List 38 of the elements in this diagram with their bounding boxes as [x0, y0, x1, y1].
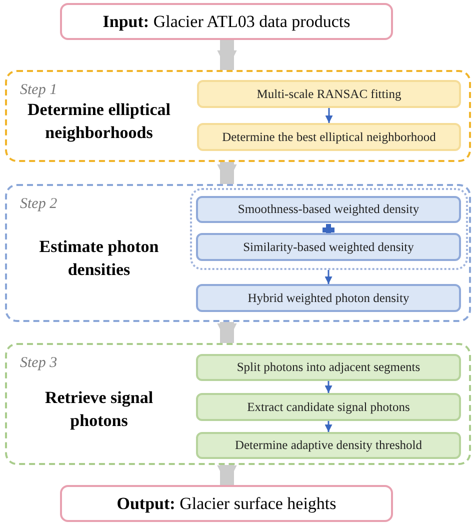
step-text: Similarity-based weighted density	[243, 238, 414, 256]
process-box	[196, 393, 461, 421]
process-box	[196, 284, 461, 312]
flow-arrow	[217, 322, 237, 343]
step-label: Step 3	[20, 354, 58, 373]
arrow	[324, 270, 332, 284]
terminal-box	[60, 3, 393, 40]
step-label: Step 1	[20, 81, 58, 100]
step-label: Step 2	[20, 195, 58, 214]
step-panel	[5, 184, 471, 322]
step-text: Split photons into adjacent segments	[236, 359, 420, 376]
step-heading: Estimate photon densities	[38, 236, 160, 281]
process-box	[196, 196, 461, 223]
arrow	[325, 108, 333, 123]
process-box	[196, 233, 461, 261]
step-panel	[5, 343, 471, 465]
process-box	[197, 123, 461, 151]
flow-arrow	[217, 465, 237, 485]
arrow	[324, 421, 332, 432]
process-box	[196, 354, 461, 381]
step-panel	[5, 70, 471, 162]
step-text: Multi-scale RANSAC fitting	[256, 86, 402, 103]
group-box	[190, 188, 468, 270]
step-text: Hybrid weighted photon density	[248, 290, 410, 307]
process-box	[196, 432, 461, 459]
flow-arrow	[217, 162, 237, 184]
step-heading: Determine elliptical neighborhoods	[26, 99, 172, 144]
step-text: Determine the best elliptical neighborhood	[222, 128, 436, 146]
arrow	[324, 381, 332, 393]
step-text: Smoothness-based weighted density	[238, 201, 420, 218]
process-box	[197, 80, 461, 108]
step-text: Determine adaptive density threshold	[234, 437, 422, 454]
step-text: Extract candidate signal photons	[247, 398, 410, 416]
step-heading: Retrieve signal photons	[44, 387, 154, 432]
flow-arrow	[217, 40, 237, 70]
terminal-text: Output: Glacier surface heights	[116, 492, 336, 515]
terminal-text: Input: Glacier ATL03 data products	[102, 10, 350, 33]
terminal-box	[60, 485, 393, 522]
